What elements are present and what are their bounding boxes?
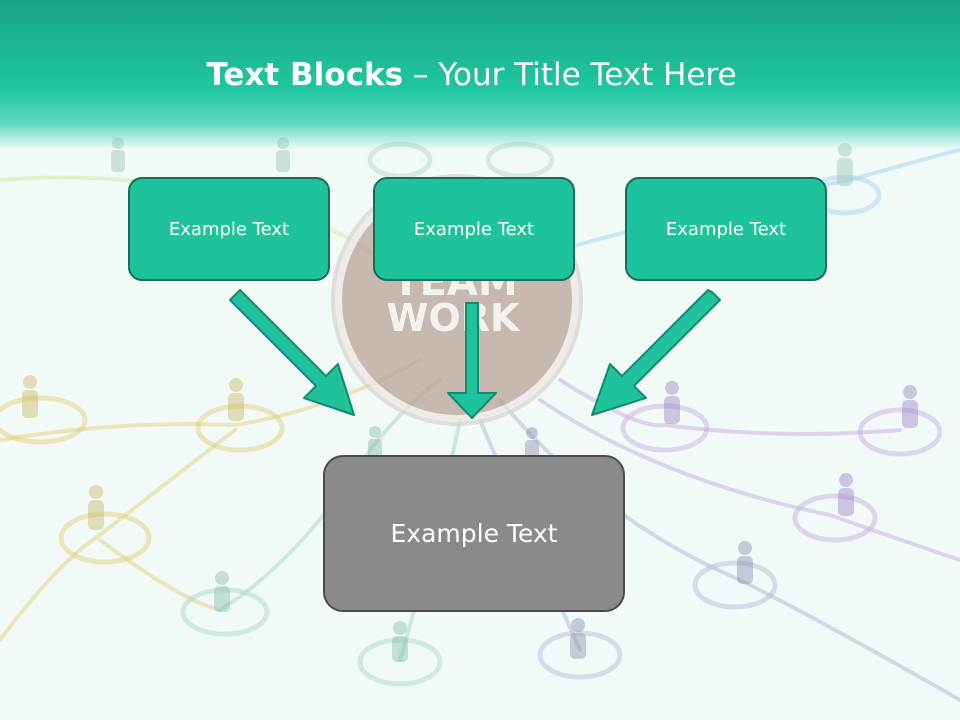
text-block-3[interactable]: Example Text [625,177,827,281]
badge-text-line2: WORK [387,296,521,340]
arrow-right [591,289,721,416]
text-block-1[interactable]: Example Text [128,177,330,281]
text-block-1-label: Example Text [168,218,290,240]
slide-title-rest: Your Title Text Here [438,57,737,93]
title-band [0,0,960,150]
arrow-center [447,302,497,419]
text-block-2-label: Example Text [413,218,535,240]
center-text-block-label: Example Text [390,519,558,548]
text-block-3-label: Example Text [665,218,787,240]
arrow-left [229,289,355,416]
center-text-block[interactable]: Example Text [323,455,625,612]
slide-title-dash: – [403,57,439,93]
text-block-2[interactable]: Example Text [373,177,575,281]
slide-title-bold: Text Blocks [206,57,404,93]
slide-title: Text Blocks – Your Title Text Here [0,54,943,96]
